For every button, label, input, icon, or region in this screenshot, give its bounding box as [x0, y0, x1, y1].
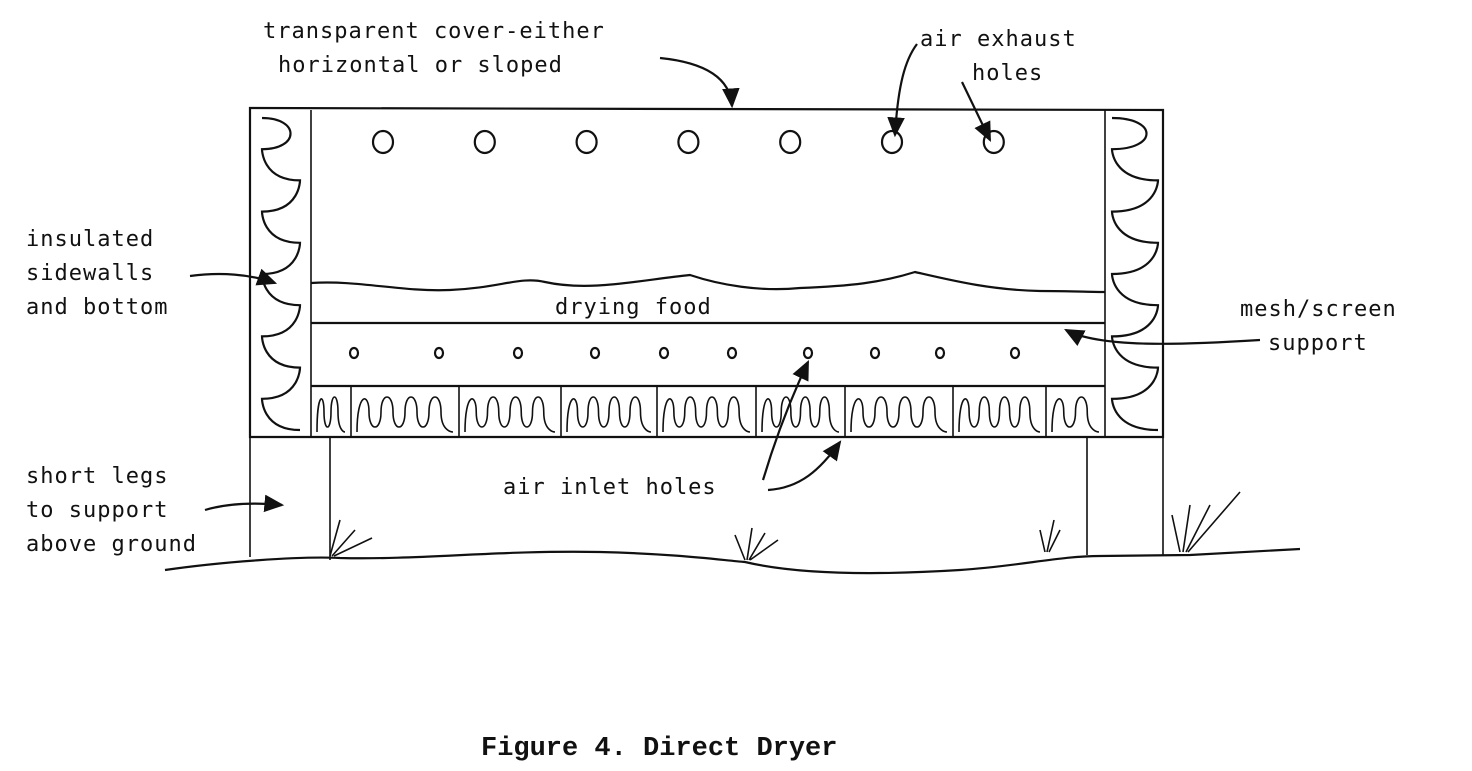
- exhaust-hole: [880, 129, 904, 155]
- legs-label-line2: to support: [26, 498, 168, 523]
- exhaust-arrow-2: [961, 81, 991, 142]
- bottom-insulation: [761, 396, 840, 433]
- mesh-label-line2: support: [1268, 331, 1368, 356]
- dryer-box: [248, 106, 1165, 439]
- cover-label-line2: horizontal or sloped: [278, 53, 563, 78]
- cover-arrow: [659, 56, 740, 109]
- exhaust-hole: [371, 129, 395, 155]
- inlet-hole: [348, 346, 360, 360]
- exhaust-holes: [371, 129, 1005, 155]
- bottom-insulation: [566, 396, 652, 433]
- bottom-insulation: [958, 396, 1041, 433]
- inlet-label: air inlet holes: [503, 475, 717, 500]
- legs: [249, 437, 1164, 560]
- exhaust-arrow-1: [887, 43, 918, 138]
- insulation: [260, 116, 1160, 437]
- exhaust-hole: [473, 129, 496, 155]
- exhaust-hole: [982, 129, 1005, 155]
- inlet-hole: [934, 346, 946, 360]
- bottom-insulation: [464, 396, 556, 433]
- exhaust-hole: [575, 129, 598, 155]
- inlet-hole: [512, 346, 524, 360]
- insulated-label-line2: sidewalls: [26, 261, 154, 286]
- inlet-hole: [869, 346, 881, 360]
- inlet-arrow-2: [767, 440, 842, 492]
- bottom-insulation: [316, 396, 346, 433]
- exhaust-hole: [779, 129, 802, 155]
- right-wall-insulation: [1110, 116, 1160, 432]
- left-wall-insulation: [260, 116, 302, 432]
- figure-caption: Figure 4. Direct Dryer: [481, 734, 837, 764]
- insulated-label-line3: and bottom: [26, 295, 168, 320]
- mesh-label-line1: mesh/screen: [1240, 297, 1397, 322]
- drying-food-top-surface: [310, 270, 1106, 294]
- legs-arrow: [204, 494, 285, 513]
- ground-line: [164, 547, 1301, 575]
- insulated-label-line1: insulated: [26, 227, 154, 252]
- insulated-arrow: [189, 268, 278, 286]
- legs-label-line3: above ground: [26, 532, 197, 557]
- inlet-holes: [348, 346, 1021, 360]
- legs-label-line1: short legs: [26, 464, 168, 489]
- food-label: drying food: [555, 295, 712, 320]
- bottom-insulation: [1051, 396, 1100, 433]
- inlet-hole: [726, 346, 738, 360]
- inlet-hole: [589, 346, 601, 360]
- exhaust-label-line2: holes: [972, 61, 1043, 86]
- bottom-insulation: [356, 396, 454, 433]
- inlet-hole: [802, 346, 814, 360]
- inlet-arrow-1: [761, 360, 809, 481]
- bottom-insulation: [850, 396, 948, 433]
- mesh-arrow: [1064, 328, 1261, 347]
- exhaust-hole: [677, 129, 700, 155]
- grass-tufts: [329, 491, 1241, 561]
- inlet-hole: [658, 346, 670, 360]
- bottom-insulation: [662, 396, 751, 433]
- inlet-hole: [433, 346, 445, 360]
- inlet-hole: [1009, 346, 1021, 360]
- outer-frame: [248, 106, 1165, 439]
- cover-label-line1: transparent cover-either: [263, 19, 605, 44]
- exhaust-label-line1: air exhaust: [920, 27, 1077, 52]
